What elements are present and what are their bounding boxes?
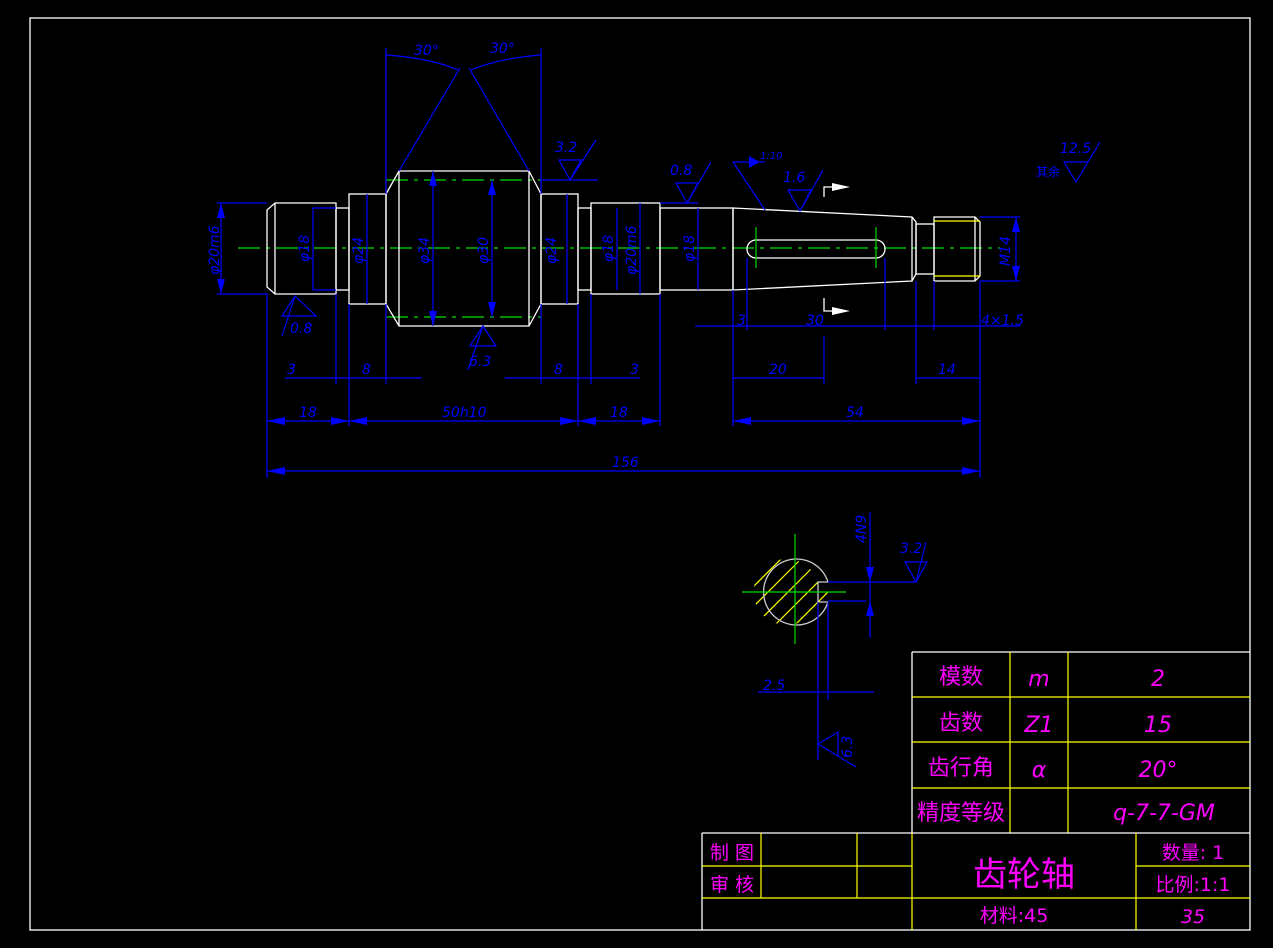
dimension-label: q-7-7-GM: [1113, 801, 1215, 826]
dimension-label: 齿行角: [928, 756, 994, 781]
dimension-label: 3.2: [555, 140, 577, 156]
dimension-label: 1:10: [760, 151, 782, 162]
diameter-dimensions: φ20m6 φ18 φ24 φ34 φ30 φ24 φ18 φ20m6 φ18 …: [207, 171, 1020, 326]
angle-label-left: 30°: [414, 43, 439, 59]
dimension-label: 齿数: [939, 711, 983, 736]
dimension-label: 30: [806, 313, 824, 329]
drawing-number: 35: [1181, 906, 1205, 928]
title-block: 制 图 审 核 齿轮轴 材料:45 数量: 1 比例:1:1 35: [701, 832, 1250, 930]
dimension-label: 6.3: [469, 354, 491, 370]
roughness-symbols: 3.2 0.8 6.3 0.8 1:10 1.6 12.5 其余: [280, 139, 1101, 371]
dimension-label: 6.3: [840, 736, 856, 758]
dimension-label: M14: [998, 236, 1014, 266]
dimension-label: 2: [1151, 667, 1165, 692]
dimension-label: 0.8: [290, 321, 312, 337]
drawn-by-label: 制 图: [710, 842, 754, 864]
dimension-label: 15: [1144, 713, 1172, 738]
dimension-label: 0.8: [670, 163, 692, 179]
dimension-label: φ18: [682, 235, 698, 262]
drawing-frame: [29, 17, 1251, 931]
dimension-label: φ30: [476, 237, 492, 264]
shaft-outline: [266, 170, 981, 327]
dimension-label: 1.6: [783, 170, 805, 186]
dimension-label: φ24: [351, 237, 367, 264]
material: 材料:45: [980, 905, 1049, 927]
dimension-label: α: [1032, 758, 1047, 783]
dimension-label: m: [1028, 667, 1049, 692]
dimension-label: φ20m6: [624, 225, 640, 275]
dimension-label: 12.5: [1060, 141, 1091, 157]
dimension-label: 8: [554, 362, 563, 378]
dimension-label: 156: [612, 455, 639, 471]
dimension-label: 8: [362, 362, 371, 378]
dimension-label: 18: [610, 405, 628, 421]
scale: 比例:1:1: [1156, 874, 1231, 896]
dimension-label: 模数: [939, 665, 983, 690]
dimension-label: 20: [769, 362, 787, 378]
dimension-label: φ18: [297, 235, 313, 262]
dimension-label: φ34: [417, 237, 433, 264]
dimension-label: 18: [299, 405, 317, 421]
length-dimensions: 3 8 8 3 18 50h10 18 156 3 30 4×1.5 20 14…: [266, 258, 1024, 478]
dimension-label: φ18: [601, 235, 617, 262]
angle-label-right: 30°: [490, 41, 515, 57]
dimension-label: φ20m6: [207, 225, 223, 275]
dimension-label: 4N9: [854, 515, 870, 543]
section-view: 4N9 3.2 2.5 6.3: [742, 512, 929, 768]
dimension-label: 精度等级: [917, 801, 1005, 826]
checked-by-label: 审 核: [710, 874, 754, 896]
dimension-label: 2.5: [763, 678, 785, 694]
dimension-label: 3: [630, 362, 639, 378]
dimension-arrows: [217, 171, 1020, 616]
part-name: 齿轮轴: [973, 855, 1075, 895]
dimension-label: 14: [938, 362, 956, 378]
dimension-label: 54: [846, 405, 864, 421]
gear-parameter-table: 模数 m 2 齿数 Z1 15 齿行角 α 20° 精度等级 q-7-7-GM: [911, 651, 1250, 833]
quantity: 数量: 1: [1162, 842, 1225, 864]
dimension-label: 3.2: [900, 541, 922, 557]
dimension-label: φ24: [544, 237, 560, 264]
dimension-label: Z1: [1023, 713, 1053, 738]
section-markers: [823, 183, 850, 315]
angle-dimensions: 30° 30°: [385, 41, 542, 194]
dimension-label: 20°: [1139, 758, 1178, 783]
dimension-label: 50h10: [442, 405, 487, 421]
dimension-label: 其余: [1036, 164, 1060, 179]
dimension-label: 4×1.5: [981, 313, 1024, 329]
dimension-label: 3: [737, 313, 746, 329]
dimension-label: 3: [287, 362, 296, 378]
keyway-slot: [746, 239, 886, 259]
